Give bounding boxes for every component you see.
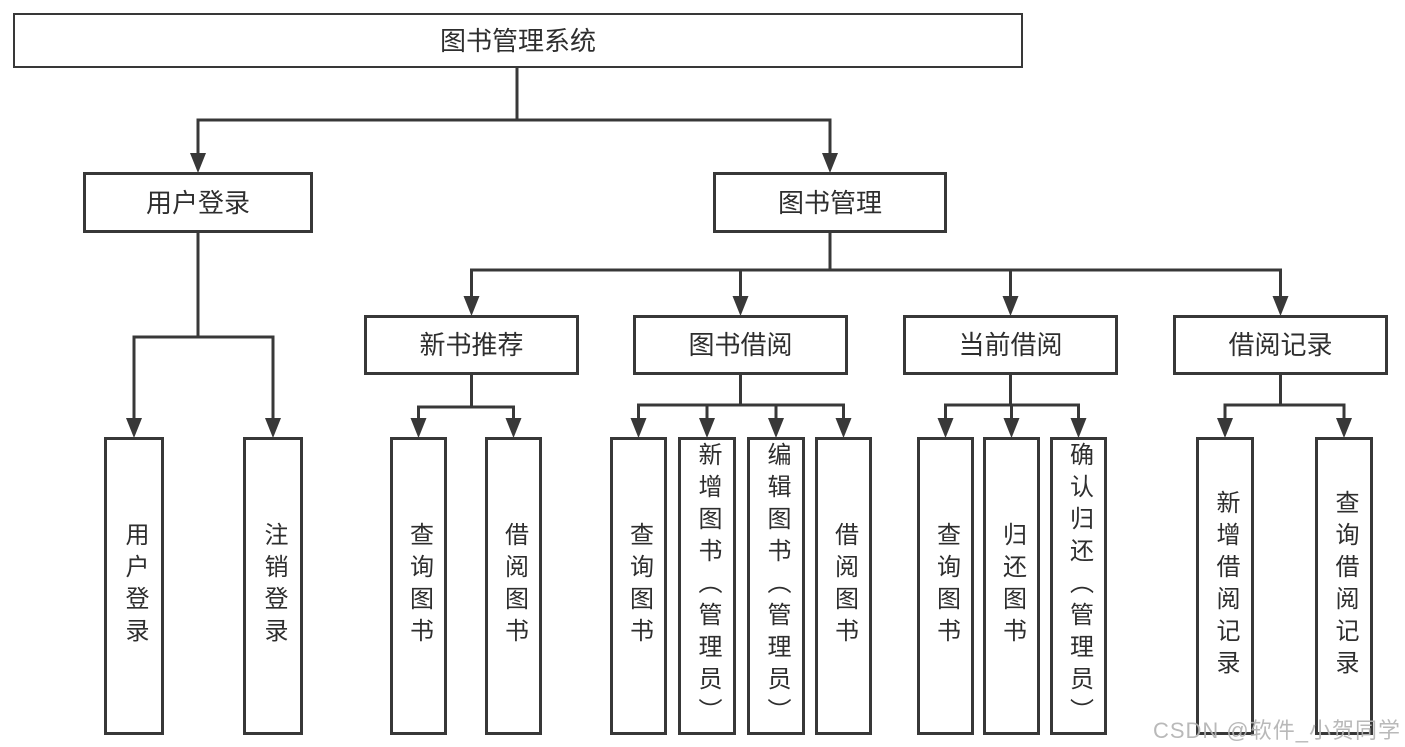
node-leaf-return-book: 归还图书: [983, 437, 1040, 735]
node-leaf-borrow-book-1: 借阅图书: [485, 437, 542, 735]
node-label: 归还图书: [998, 522, 1026, 650]
node-label: 借阅记录: [1228, 330, 1333, 360]
node-leaf-query-book-3: 查询图书: [917, 437, 974, 735]
node-label: 用户登录: [145, 187, 250, 218]
arrowhead-icon: [835, 418, 852, 438]
node-label: 用户登录: [121, 522, 148, 650]
node-leaf-logout: 注销登录: [243, 437, 303, 735]
node-root: 图书管理系统: [13, 13, 1023, 68]
node-leaf-user-login: 用户登录: [104, 437, 164, 735]
node-label: 查询图书: [405, 522, 433, 650]
node-label: 借阅图书: [830, 522, 858, 650]
arrowhead-icon: [190, 153, 206, 173]
node-leaf-query-record: 查询借阅记录: [1315, 437, 1373, 735]
node-label: 注销登录: [260, 522, 287, 650]
node-leaf-edit-book: 编辑图书（管理员）: [747, 437, 805, 735]
node-label: 查询图书: [932, 522, 960, 650]
node-label: 新增图书（管理员）: [694, 442, 721, 730]
node-leaf-confirm-return: 确认归还（管理员）: [1050, 437, 1107, 735]
arrowhead-icon: [1070, 418, 1087, 438]
watermark: CSDN @软件_小贺同学: [1152, 718, 1401, 743]
node-borrow-records: 借阅记录: [1173, 315, 1388, 375]
arrowhead-icon: [463, 296, 480, 316]
arrowhead-icon: [1336, 418, 1352, 438]
node-new-book-rec: 新书推荐: [364, 315, 579, 375]
node-leaf-borrow-book-2: 借阅图书: [815, 437, 872, 735]
node-leaf-query-book-1: 查询图书: [390, 437, 447, 735]
node-book-mgmt: 图书管理: [713, 172, 947, 233]
node-label: 当前借阅: [958, 330, 1063, 360]
node-label: 图书借阅: [688, 330, 793, 360]
arrowhead-icon: [1217, 418, 1233, 438]
node-leaf-add-record: 新增借阅记录: [1196, 437, 1254, 735]
node-label: 确认归还（管理员）: [1065, 442, 1093, 730]
arrowhead-icon: [937, 418, 954, 438]
node-leaf-query-book-2: 查询图书: [610, 437, 667, 735]
arrowhead-icon: [410, 418, 427, 438]
arrowhead-icon: [768, 418, 784, 438]
arrowhead-icon: [1003, 418, 1020, 438]
node-label: 编辑图书（管理员）: [763, 442, 790, 730]
node-label: 图书管理: [777, 187, 882, 218]
node-label: 图书管理系统: [439, 25, 596, 56]
node-label: 新增借阅记录: [1212, 490, 1239, 682]
node-user-login: 用户登录: [83, 172, 313, 233]
arrowhead-icon: [126, 418, 142, 438]
arrowhead-icon: [505, 418, 522, 438]
arrowhead-icon: [630, 418, 647, 438]
arrowhead-icon: [1272, 296, 1289, 316]
node-label: 借阅图书: [500, 522, 528, 650]
node-book-borrow: 图书借阅: [633, 315, 848, 375]
node-label: 新书推荐: [419, 330, 524, 360]
arrowhead-icon: [265, 418, 281, 438]
arrowhead-icon: [732, 296, 749, 316]
arrowhead-icon: [822, 153, 838, 173]
node-current-borrow: 当前借阅: [903, 315, 1118, 375]
node-label: 查询图书: [625, 522, 653, 650]
node-label: 查询借阅记录: [1331, 490, 1358, 682]
node-leaf-add-book: 新增图书（管理员）: [678, 437, 736, 735]
arrowhead-icon: [699, 418, 715, 438]
arrowhead-icon: [1002, 296, 1019, 316]
